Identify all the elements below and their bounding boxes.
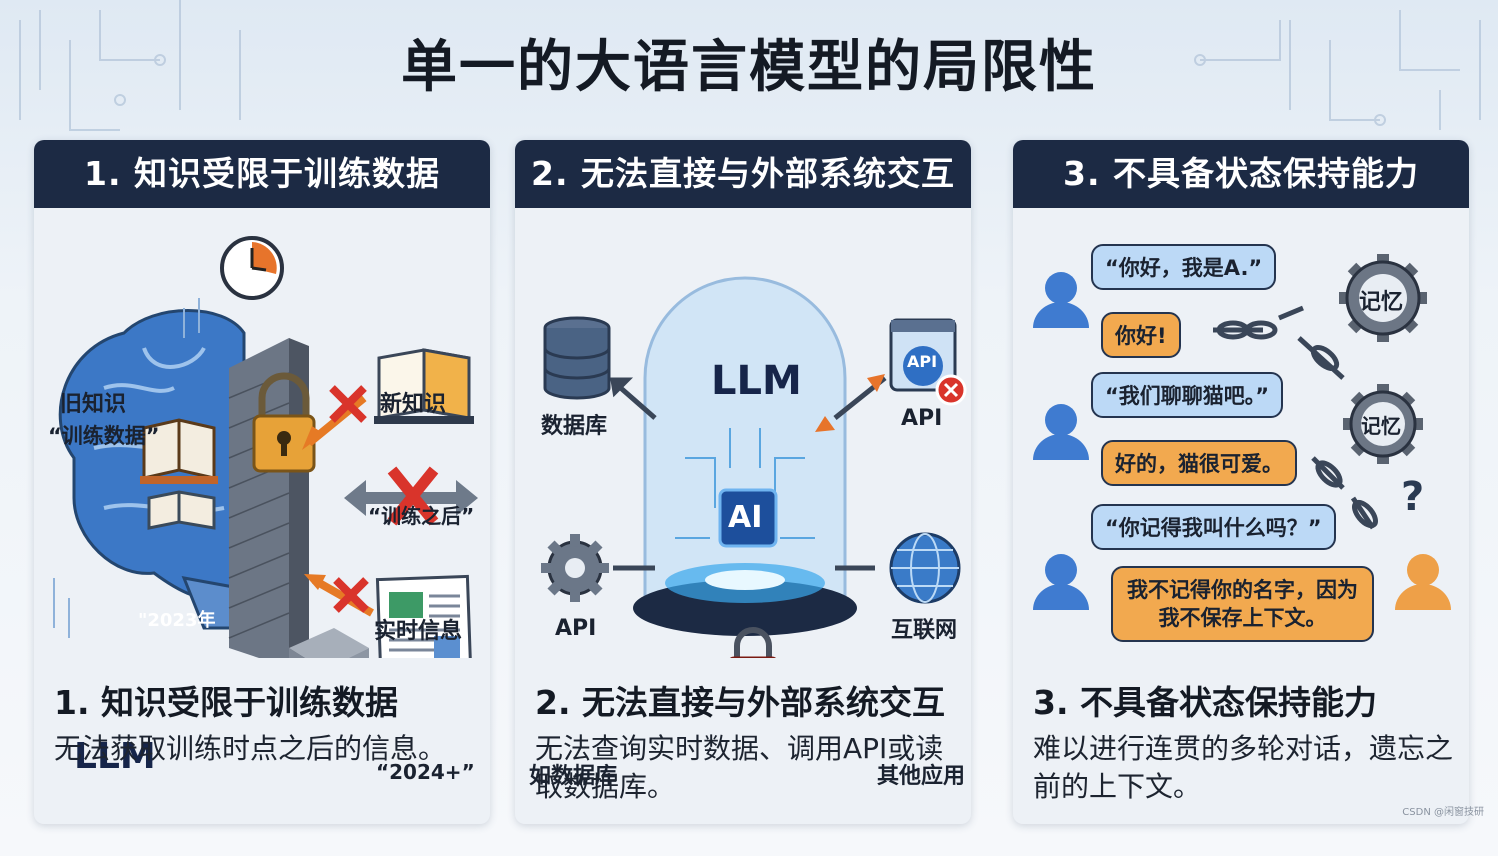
blocked-arrow-icon (302, 385, 367, 450)
newspaper-icon (375, 574, 473, 658)
memory-gear-icon (1339, 254, 1427, 342)
label-other-apps: 其他应用 (877, 764, 966, 789)
assistant-avatar-icon (1395, 554, 1451, 610)
clock-icon (220, 236, 284, 300)
panel-illustration: 旧知识 “训练数据” 新知识 “训练之后” 实时信息 "2023年 “2024+… (34, 208, 490, 784)
blocked-exchange-icon (344, 466, 478, 526)
label-old-knowledge: 旧知识 (60, 392, 127, 417)
open-book-icon (374, 348, 474, 424)
gear-icon (541, 534, 609, 602)
database-icon (543, 316, 611, 400)
chat-bubble-assistant: 好的，猫很可爱。 (1101, 440, 1297, 486)
book-icon (147, 490, 216, 530)
label-training-data: “训练数据” (48, 424, 160, 448)
label-api-right: API (901, 406, 943, 431)
watermark: CSDN @闲窗技研 (1402, 807, 1484, 818)
chat-bubble-user: “你记得我叫什么吗？” (1091, 504, 1336, 550)
memory-label: 记忆 (1361, 414, 1401, 438)
label-realtime-info: 实时信息 (374, 619, 463, 644)
panel-external-systems: 2. 无法直接与外部系统交互 (515, 140, 971, 824)
panel-description: 无法查询实时数据、调用API或读取数据库。 (535, 732, 944, 803)
broken-chain-icon (1213, 305, 1378, 530)
label-database: 数据库 (541, 414, 608, 439)
panel-illustration: “你好，我是A.” 你好! “我们聊聊猫吧。” 好的，猫很可爱。 “你记得我叫什… (1013, 208, 1469, 658)
panel-header: 3. 不具备状态保持能力 (1013, 140, 1469, 208)
label-api-left: API (555, 616, 597, 641)
panel-heading: 3. 不具备状态保持能力 (1033, 683, 1377, 722)
memory-label: 记忆 (1359, 290, 1404, 315)
chat-bubble-assistant: 我不记得你的名字，因为 我不保存上下文。 (1111, 566, 1374, 642)
panel-heading: 1. 知识受限于训练数据 (54, 683, 398, 722)
label-db-example: 如数据库 (529, 764, 618, 789)
label-year-2023: "2023年 (138, 610, 216, 631)
panel-stateless: 3. 不具备状态保持能力 (1013, 140, 1469, 824)
panel-knowledge-limit: 1. 知识受限于训练数据 (34, 140, 490, 824)
chat-bubble-user: “我们聊聊猫吧。” (1091, 372, 1284, 418)
chat-line: 我不记得你的名字，因为 (1127, 578, 1358, 602)
glass-dome-icon (633, 276, 857, 636)
panel-illustration: LLM AI 数据库 API 如数据库 API API 互联网 其他应用 (515, 208, 971, 789)
label-llm: LLM (711, 358, 802, 404)
question-mark-icon: ? (1401, 474, 1425, 520)
label-after-training: “训练之后” (368, 504, 475, 528)
label-api-window: API (907, 352, 938, 371)
panel-description: 难以进行连贯的多轮对话，遗忘之前的上下文。 (1033, 732, 1454, 803)
chain-link-icon (610, 376, 887, 571)
orange-arrow-icon (815, 374, 885, 432)
label-ai: AI (728, 500, 763, 535)
label-year-2024: “2024+” (376, 760, 475, 784)
globe-icon (889, 532, 961, 604)
chat-bubble-user: “你好，我是A.” (1091, 244, 1277, 290)
panel-header: 2. 无法直接与外部系统交互 (515, 140, 971, 208)
chat-bubble-assistant: 你好! (1101, 312, 1181, 358)
memory-gear-icon (1343, 384, 1423, 464)
label-new-knowledge: 新知识 (380, 392, 447, 417)
chat-line: 我不保存上下文。 (1158, 606, 1327, 630)
padlock-icon (252, 372, 316, 473)
panel-header: 1. 知识受限于训练数据 (34, 140, 490, 208)
api-window-icon (889, 318, 967, 406)
user-avatar-icon (1033, 404, 1089, 460)
label-llm: LLM (74, 736, 156, 777)
padlock-icon (729, 627, 777, 658)
page-title: 单一的大语言模型的局限性 (401, 35, 1097, 100)
label-internet: 互联网 (891, 618, 958, 643)
blocked-arrow-icon (304, 574, 374, 617)
stone-block-icon (289, 628, 369, 658)
user-avatar-icon (1033, 272, 1089, 328)
book-icon (140, 418, 218, 484)
panel-description: 无法获取训练时点之后的信息。 (54, 732, 447, 765)
panel-heading: 2. 无法直接与外部系统交互 (535, 683, 945, 722)
user-avatar-icon (1033, 554, 1089, 610)
ai-chip-icon (718, 488, 778, 548)
